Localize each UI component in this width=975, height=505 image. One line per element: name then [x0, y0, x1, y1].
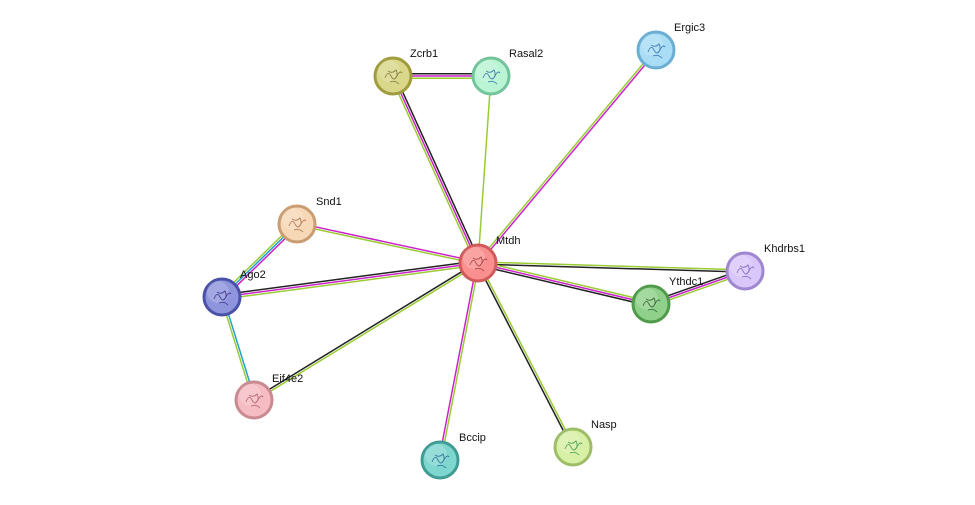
node-highlight	[558, 431, 580, 453]
node-ythdc1[interactable]: Ythdc1	[631, 276, 703, 324]
edge-rasal2-mtdh[interactable]	[477, 75, 492, 264]
node-ago2[interactable]: Ago2	[202, 269, 266, 317]
node-label: Bccip	[459, 432, 486, 444]
protein-structure-icon	[647, 43, 666, 59]
protein-structure-icon	[384, 69, 403, 85]
node-label: Rasal2	[509, 48, 543, 60]
node-circle[interactable]	[373, 56, 413, 96]
edge-evidence-line	[476, 263, 573, 448]
node-circle[interactable]	[234, 380, 274, 420]
node-zcrb1[interactable]: Zcrb1	[373, 48, 438, 96]
node-label: Snd1	[316, 196, 342, 208]
protein-structure-icon	[469, 256, 488, 272]
node-circle[interactable]	[458, 243, 498, 283]
node-circle[interactable]	[636, 30, 676, 70]
node-label: Ago2	[240, 269, 266, 281]
node-circle[interactable]	[553, 427, 593, 467]
node-highlight	[282, 208, 304, 230]
node-label: Ergic3	[674, 22, 705, 34]
node-highlight	[207, 281, 229, 303]
node-mtdh[interactable]: Mtdh	[458, 235, 520, 283]
edge-evidence-line	[478, 260, 652, 303]
node-highlight	[463, 247, 485, 269]
edge-ythdc1-mtdh[interactable]	[477, 260, 652, 307]
node-label: Eif4e2	[272, 373, 303, 385]
node-highlight	[378, 60, 400, 82]
edge-nasp-mtdh[interactable]	[476, 262, 575, 448]
node-eif4e2[interactable]: Eif4e2	[234, 373, 303, 420]
edge-ergic3-mtdh[interactable]	[476, 48, 658, 265]
node-rasal2[interactable]: Rasal2	[471, 48, 543, 96]
edge-evidence-line	[478, 50, 658, 265]
node-label: Khdrbs1	[764, 243, 805, 255]
edge-evidence-line	[478, 262, 575, 447]
edge-evidence-line	[440, 263, 480, 461]
edge-evidence-line	[253, 261, 478, 400]
edge-eif4e2-mtdh[interactable]	[253, 261, 479, 402]
node-circle[interactable]	[420, 440, 460, 480]
protein-structure-icon	[564, 440, 583, 456]
edge-evidence-line	[394, 74, 481, 263]
edge-zcrb1-mtdh[interactable]	[390, 74, 481, 265]
node-circle[interactable]	[202, 277, 242, 317]
protein-structure-icon	[431, 453, 450, 469]
edge-evidence-line	[390, 76, 477, 265]
node-label: Mtdh	[496, 235, 520, 247]
protein-structure-icon	[288, 217, 307, 233]
node-bccip[interactable]: Bccip	[420, 432, 486, 480]
node-highlight	[425, 444, 447, 466]
node-label: Nasp	[591, 419, 617, 431]
node-label: Zcrb1	[410, 48, 438, 60]
edge-evidence-line	[476, 48, 656, 263]
node-highlight	[239, 384, 261, 406]
edge-evidence-line	[222, 264, 479, 300]
edge-evidence-line	[296, 224, 478, 265]
node-highlight	[476, 60, 498, 82]
edge-evidence-line	[254, 263, 479, 402]
edge-snd1-mtdh[interactable]	[296, 222, 479, 265]
node-nasp[interactable]: Nasp	[553, 419, 617, 467]
node-highlight	[730, 255, 752, 277]
node-khdrbs1[interactable]: Khdrbs1	[725, 243, 805, 291]
edge-evidence-line	[477, 263, 745, 273]
protein-structure-icon	[642, 297, 661, 313]
edge-evidence-line	[477, 75, 492, 264]
node-circle[interactable]	[471, 56, 511, 96]
protein-structure-icon	[482, 69, 501, 85]
node-snd1[interactable]: Snd1	[277, 196, 342, 244]
node-ergic3[interactable]: Ergic3	[636, 22, 705, 70]
edge-evidence-line	[297, 222, 479, 263]
edge-evidence-line	[221, 262, 479, 298]
protein-structure-icon	[245, 393, 264, 409]
edge-evidence-line	[477, 262, 652, 305]
node-circle[interactable]	[631, 284, 671, 324]
edge-evidence-line	[221, 260, 478, 296]
edge-evidence-line	[438, 262, 478, 460]
node-circle[interactable]	[725, 251, 765, 291]
edge-evidence-line	[477, 264, 651, 307]
edge-ago2-mtdh[interactable]	[221, 260, 479, 300]
protein-structure-icon	[213, 290, 232, 306]
node-circle[interactable]	[277, 204, 317, 244]
edge-evidence-line	[392, 75, 479, 264]
node-highlight	[636, 288, 658, 310]
node-highlight	[641, 34, 663, 56]
node-label: Ythdc1	[669, 276, 703, 288]
edge-bccip-mtdh[interactable]	[438, 262, 480, 461]
protein-structure-icon	[736, 264, 755, 280]
edge-khdrbs1-mtdh[interactable]	[477, 261, 746, 273]
edge-evidence-line	[478, 261, 746, 271]
